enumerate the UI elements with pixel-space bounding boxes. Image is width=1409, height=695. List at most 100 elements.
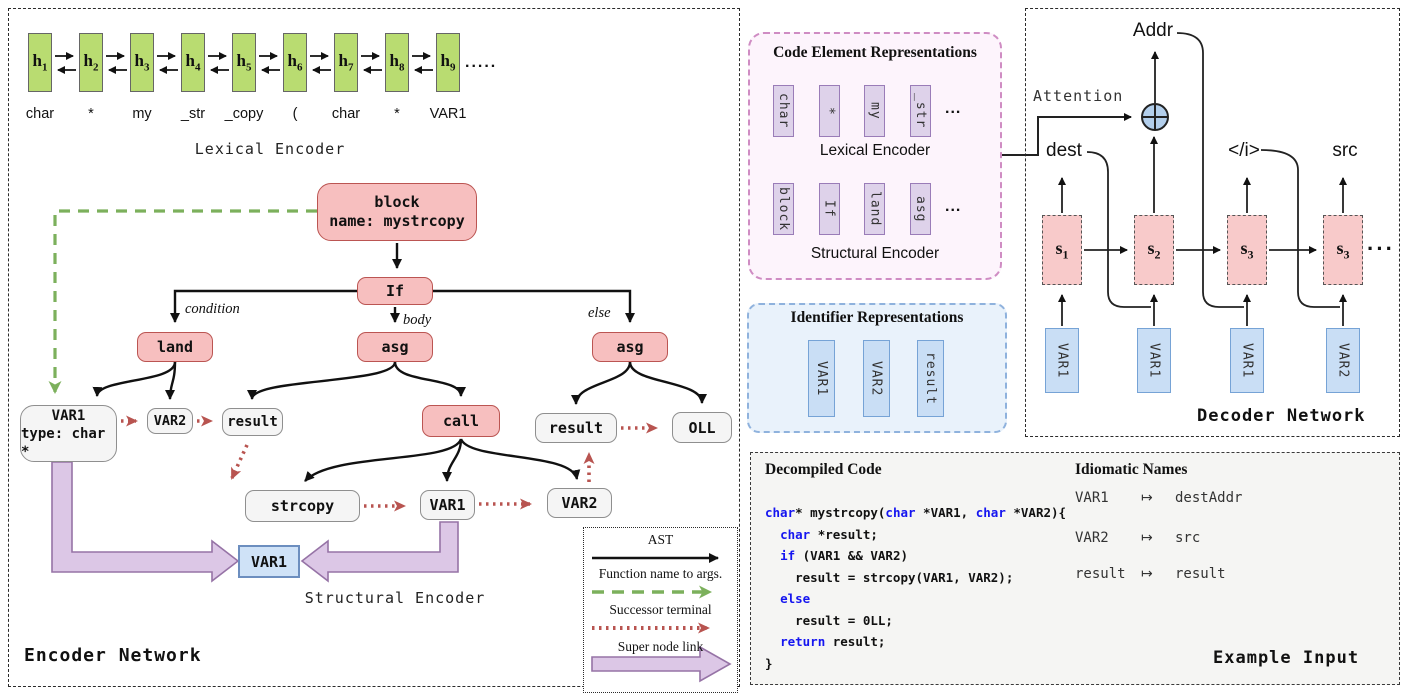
state-label: s1 [1055, 238, 1068, 263]
super-node-links [51, 461, 459, 583]
tree-node-block: block name: mystrcopy [317, 183, 477, 241]
lexical-encoder-caption: Lexical Encoder [194, 140, 346, 158]
decoder-input-label: VAR1 [1146, 342, 1162, 379]
lexical-unit-box: h8 [385, 33, 409, 92]
tree-node-call: call [422, 405, 500, 437]
result-else-label: result [548, 419, 604, 437]
lexical-embedding-chip-label: * [821, 106, 837, 116]
legend-label-ast: AST [647, 532, 674, 547]
edge-label-condition: condition [185, 301, 240, 317]
identifier-embedding-chip-label: VAR2 [868, 360, 884, 397]
tree-node-var1-typed: VAR1 type: char * [20, 405, 117, 462]
mapping-row: result↦result [1075, 566, 1226, 582]
code-keyword: char [765, 505, 796, 520]
state-label: s3 [1336, 238, 1349, 263]
state-label: s3 [1240, 238, 1253, 263]
maps-to-arrow: ↦ [1141, 566, 1153, 582]
structural-embedding-chip-label: block [776, 186, 791, 232]
s-base: s [1336, 237, 1344, 258]
strcopy-label: strcopy [270, 497, 335, 515]
h-subscript: 2 [92, 61, 99, 74]
decoder-ellipsis: ··· [1367, 236, 1395, 261]
lexical-ellipsis: ..... [465, 54, 498, 71]
decoder-output-end: </i> [1228, 140, 1260, 161]
tree-node-asg-body: asg [357, 332, 433, 362]
decoder-input-box: VAR2 [1326, 328, 1360, 393]
attention-plus-icon [1141, 103, 1169, 131]
token-label: char [25, 106, 55, 122]
s-base: s [1055, 237, 1063, 258]
lexical-embedding-chip: char [773, 85, 794, 137]
structural-embedding-chip-label: land [867, 191, 883, 227]
structural-embedding-chip: land [864, 183, 886, 235]
lexical-unit-box: h5 [232, 33, 256, 92]
hidden-state-label: h4 [186, 51, 201, 73]
hidden-state-label: h2 [84, 51, 99, 73]
token-label: * [394, 106, 400, 122]
legend-label-super-node: Super node link [617, 639, 704, 654]
maps-to-arrow: ↦ [1141, 490, 1153, 506]
h-subscript: 6 [296, 61, 303, 74]
oll-label: OLL [688, 418, 716, 437]
decoder-input-label: VAR1 [1054, 342, 1070, 379]
decoder-output-arrows [1058, 51, 1347, 213]
h-base: h [440, 51, 450, 71]
land-label: land [156, 338, 194, 356]
lexical-embedding-chip-label: _str [913, 93, 929, 129]
s-subscript: 1 [1062, 247, 1069, 262]
lexical-encoder-inner-caption: Lexical Encoder [819, 142, 931, 159]
var1-type: type: char * [21, 425, 106, 460]
mapping-row: VAR1↦destAddr [1075, 490, 1242, 506]
code-line: else [765, 588, 1066, 610]
edge-label-else: else [588, 305, 611, 321]
s-subscript: 2 [1154, 247, 1161, 262]
code-keyword: if [780, 548, 796, 563]
h-subscript: 3 [143, 61, 150, 74]
token-label: VAR1 [429, 106, 467, 122]
structural-encoder-caption: Structural Encoder [304, 589, 486, 607]
h-subscript: 7 [347, 61, 354, 74]
code-keyword: char [885, 505, 916, 520]
token-label: * [88, 106, 94, 122]
mapping-to: src [1175, 530, 1201, 546]
s-base: s [1240, 237, 1248, 258]
super-node-var1: VAR1 [238, 545, 300, 578]
decoder-state-box: s3 [1323, 215, 1363, 285]
code-line: char *result; [780, 526, 878, 542]
idiomatic-names-heading: Idiomatic Names [1075, 461, 1188, 478]
super-node-label: VAR1 [250, 552, 288, 571]
hidden-state-label: h1 [33, 51, 48, 73]
attention-input-line [1002, 113, 1132, 156]
identifier-embedding-chip-label: result [923, 352, 938, 405]
decoder-output-dest: dest [1046, 140, 1082, 161]
s-base: s [1147, 237, 1155, 258]
h-base: h [236, 51, 246, 71]
s-subscript: 3 [1247, 247, 1254, 262]
legend-label-fn-args: Function name to args. [598, 566, 723, 581]
h-subscript: 8 [398, 61, 405, 74]
if-label: If [385, 282, 405, 300]
code-line: } [765, 655, 773, 671]
code-keyword: return [780, 634, 826, 649]
tree-node-strcopy: strcopy [245, 490, 360, 522]
edge-label-body: body [403, 312, 432, 328]
block-fn-name: name: mystrcopy [329, 212, 465, 230]
code-line: return result; [780, 634, 886, 649]
mapping-from: result [1075, 566, 1126, 582]
hidden-state-label: h7 [339, 51, 354, 73]
asg-body-label: asg [381, 338, 409, 356]
code-element-representations-box [748, 32, 1002, 280]
hidden-state-label: h3 [135, 51, 150, 73]
maps-to-arrow: ↦ [1141, 530, 1153, 546]
var2-leaf-label: VAR2 [561, 494, 598, 512]
hidden-state-label: h9 [441, 51, 456, 73]
code-keyword: char [780, 526, 811, 542]
mapping-from: VAR1 [1075, 490, 1109, 506]
code-line: char* mystrcopy(char *VAR1, char *VAR2){ [765, 505, 1067, 520]
h-base: h [83, 51, 93, 71]
call-label: call [442, 412, 480, 430]
h-base: h [185, 51, 195, 71]
code-element-representations-title: Code Element Representations [773, 44, 977, 61]
hidden-state-label: h5 [237, 51, 252, 73]
token-label: char [331, 106, 361, 122]
